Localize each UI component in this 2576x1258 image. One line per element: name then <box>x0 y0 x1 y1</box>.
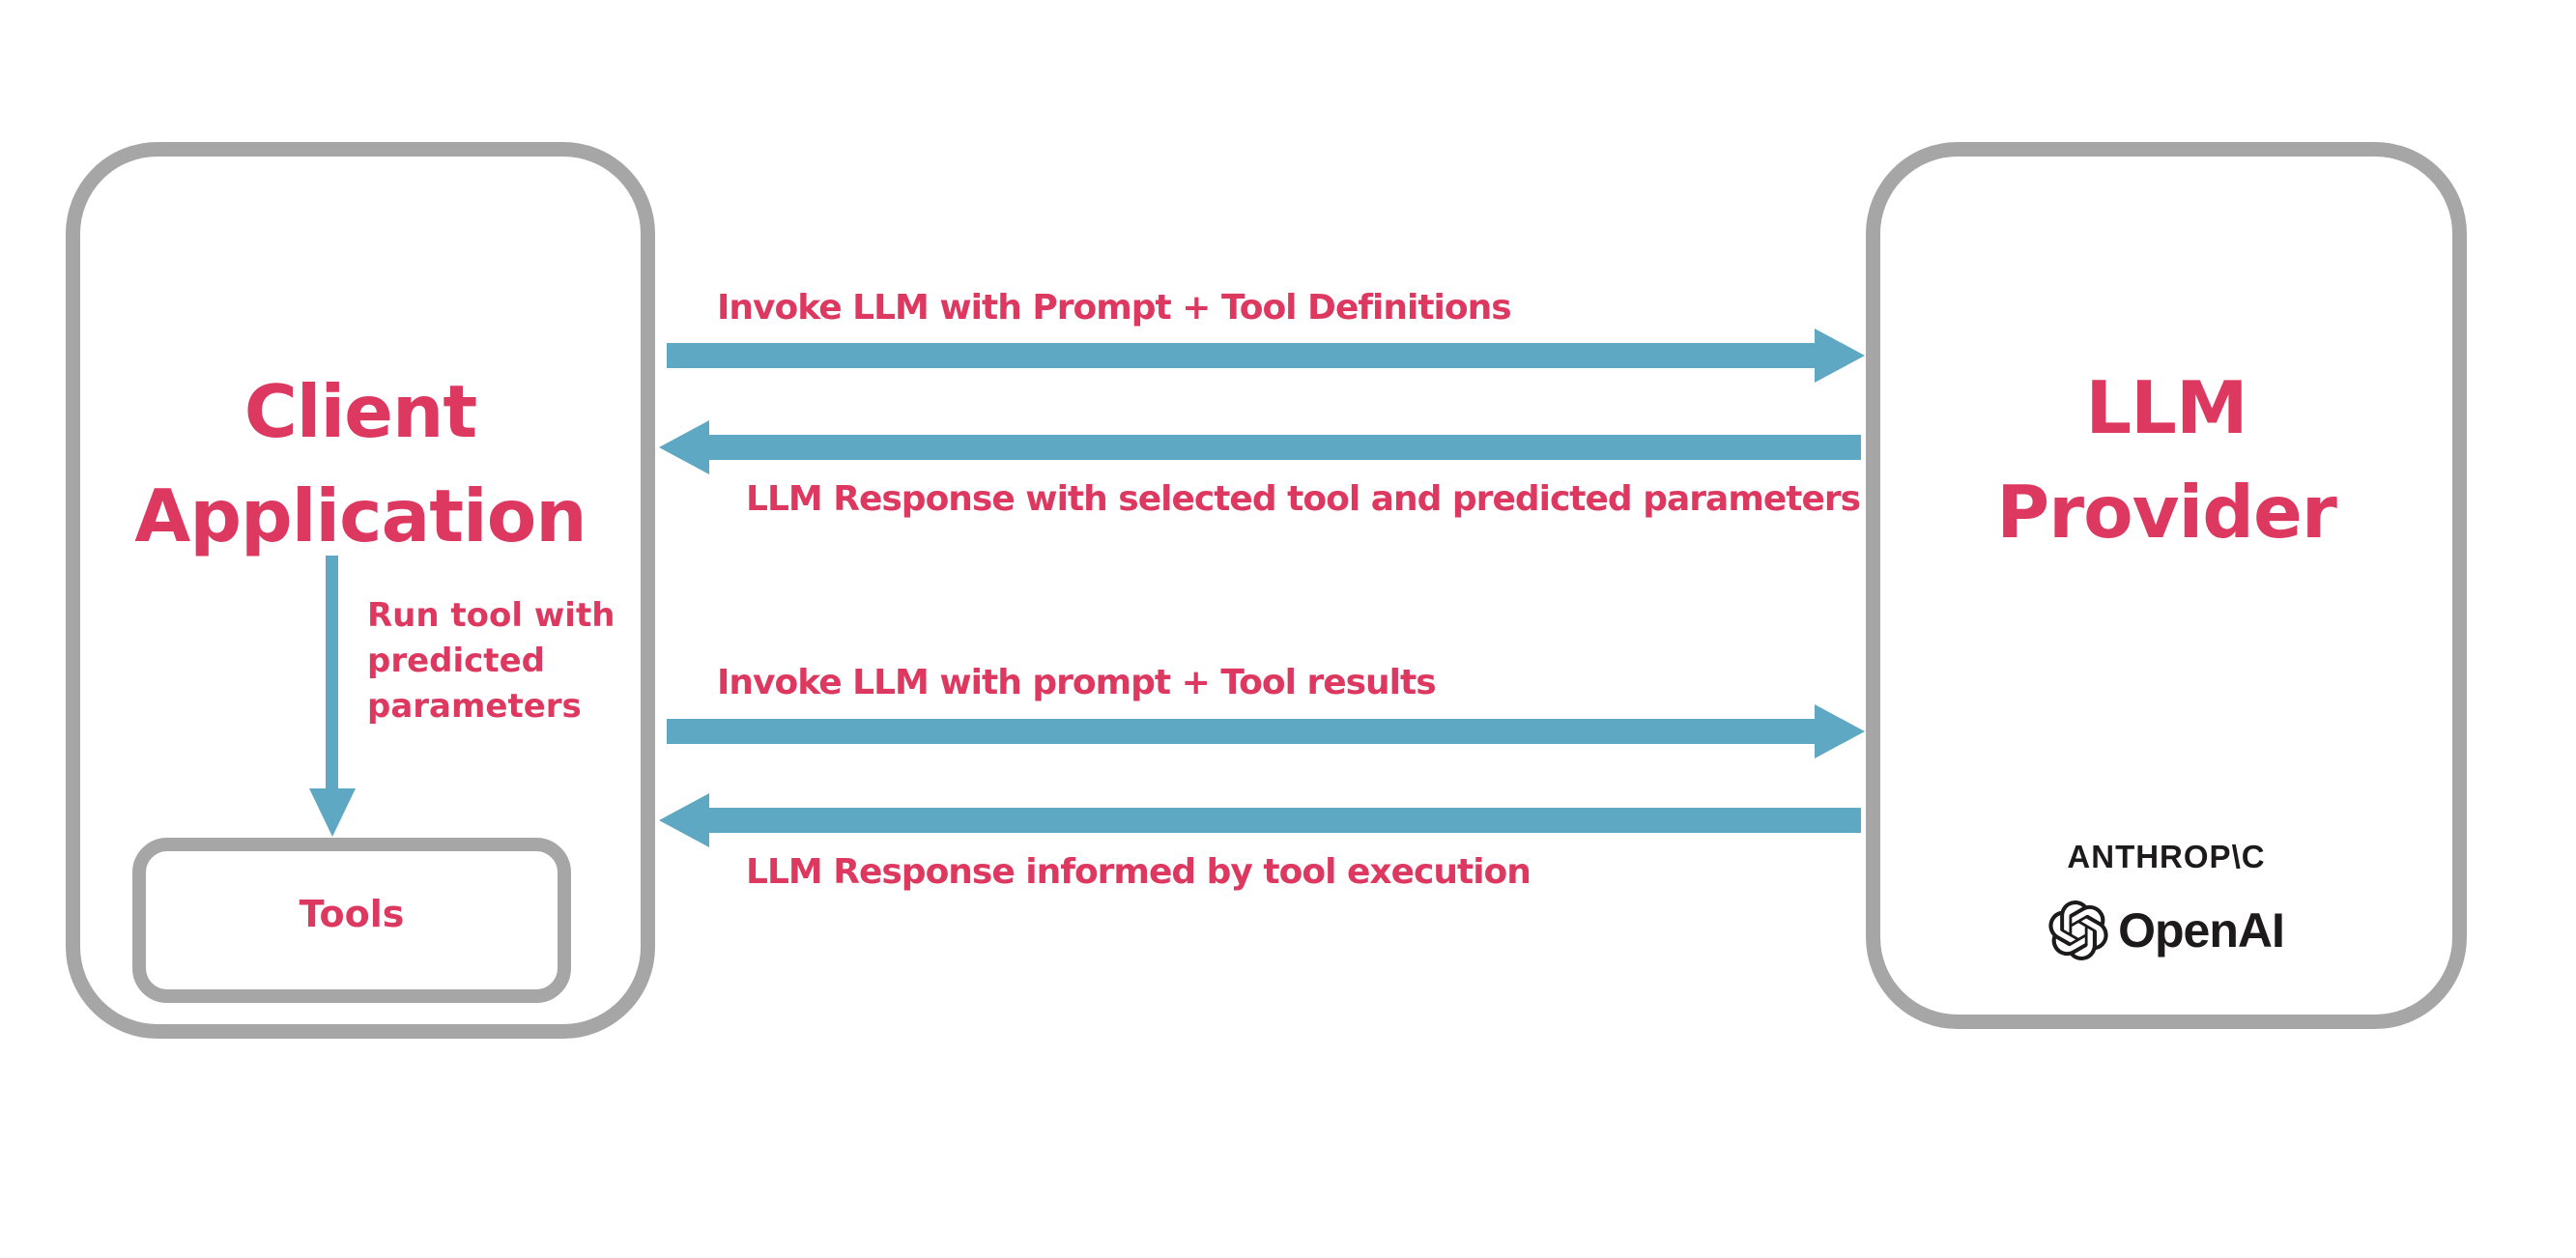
arrow-label: LLM Response informed by tool execution <box>746 852 1531 892</box>
arrow-body <box>667 343 1815 368</box>
arrow-right-head <box>1815 329 1865 383</box>
openai-logo: OpenAI <box>1866 901 2467 960</box>
arrow-label: Invoke LLM with prompt + Tool results <box>717 663 1437 702</box>
arrow-left-head <box>659 420 709 474</box>
arrow-label: LLM Response with selected tool and pred… <box>746 479 1861 519</box>
tools-box: Tools <box>132 838 571 1003</box>
run-tool-arrow-label: Run tool with predicted parameters <box>367 596 615 726</box>
arrow-left-head <box>659 793 709 847</box>
anthropic-logo: ANTHROP\C <box>2067 839 2266 874</box>
arrow-body <box>709 808 1861 833</box>
client-application-title: Client Application <box>134 369 587 558</box>
arrow-body <box>709 435 1861 460</box>
openai-wordmark: OpenAI <box>2118 903 2285 958</box>
run-tool-arrow-shaft <box>326 556 338 790</box>
arrow-body <box>667 719 1815 744</box>
llm-provider-title: LLM Provider <box>1996 365 2337 555</box>
llm-provider-box <box>1866 142 2467 1029</box>
arrow-right-head <box>1815 704 1865 758</box>
arrow-label: Invoke LLM with Prompt + Tool Definition… <box>717 288 1512 328</box>
tools-label: Tools <box>299 892 405 935</box>
run-tool-arrow-head <box>309 788 356 837</box>
openai-icon <box>2048 901 2108 960</box>
